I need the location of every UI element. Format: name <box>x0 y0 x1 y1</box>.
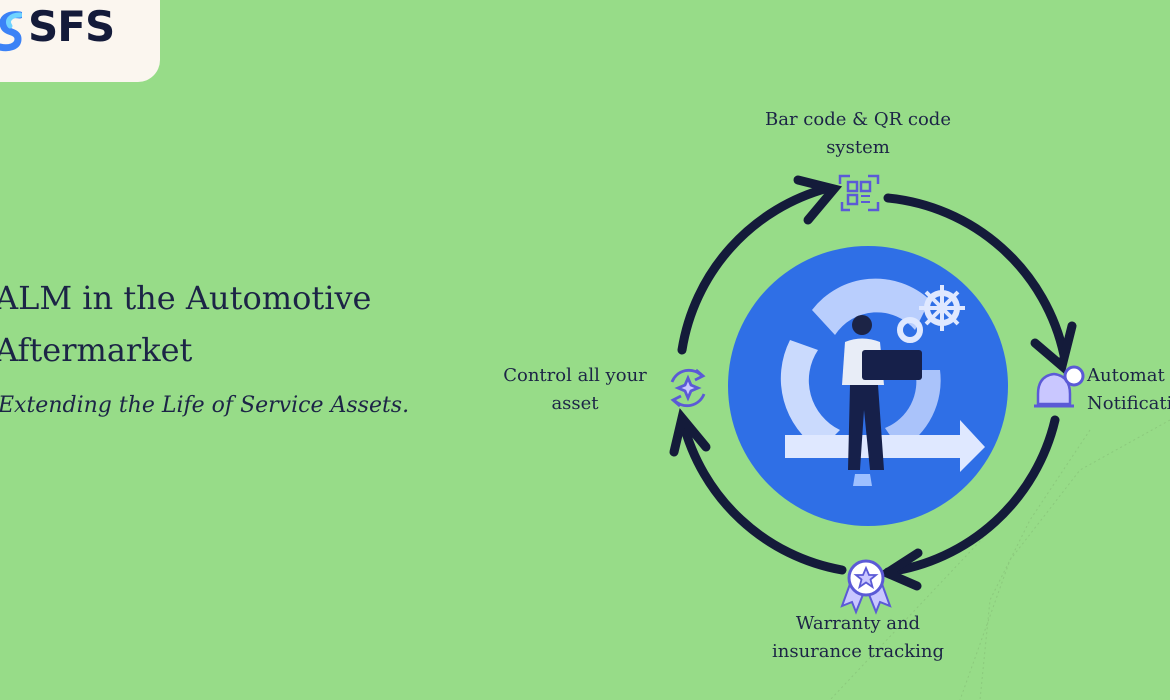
label-control-assets: Control all your asset <box>490 362 660 418</box>
person-with-laptop-gears-illustration <box>728 246 1008 526</box>
arrow-head-left <box>669 408 711 457</box>
sync-control-icon <box>670 368 706 408</box>
label-automated-notifications: Automat Notificatio <box>1087 362 1170 418</box>
label-barcode-qr-system: Bar code & QR code system <box>748 106 968 162</box>
label-notifications-line-2: Notificatio <box>1087 393 1170 414</box>
award-badge-icon <box>840 559 892 615</box>
brand-logo[interactable]: SFS <box>0 0 160 82</box>
arrow-bottom-to-left <box>678 417 847 575</box>
label-warranty-line-1: Warranty and <box>795 613 921 634</box>
arrow-head-top <box>793 175 843 225</box>
label-warranty-insurance: Warranty and insurance tracking <box>748 610 968 666</box>
label-warranty-line-2: insurance tracking <box>772 641 944 662</box>
label-barcode-line-1: Bar code & QR code <box>765 109 951 130</box>
cycle-arrows <box>669 175 1077 591</box>
page-title-line-1: ALM in the Automotive <box>0 279 372 317</box>
arrow-top-to-right <box>883 193 1069 360</box>
brand-name: SFS <box>28 2 115 51</box>
qr-scan-icon <box>838 174 880 212</box>
notification-bell-icon <box>1034 365 1085 408</box>
page-subtitle: Extending the Life of Service Assets. <box>0 393 410 418</box>
arrow-head-bottom <box>877 548 923 591</box>
label-notifications-line-1: Automat <box>1087 365 1165 386</box>
label-barcode-line-2: system <box>826 137 890 158</box>
page-title: ALM in the Automotive Aftermarket <box>0 272 415 376</box>
arrow-right-to-bottom <box>883 415 1060 577</box>
sfs-logo-icon <box>0 11 22 52</box>
arrow-head-right <box>1030 321 1077 375</box>
label-control-line-2: asset <box>551 393 599 414</box>
arrow-left-to-top <box>677 183 833 355</box>
page-title-line-2: Aftermarket <box>0 331 193 369</box>
label-control-line-1: Control all your <box>503 365 647 386</box>
